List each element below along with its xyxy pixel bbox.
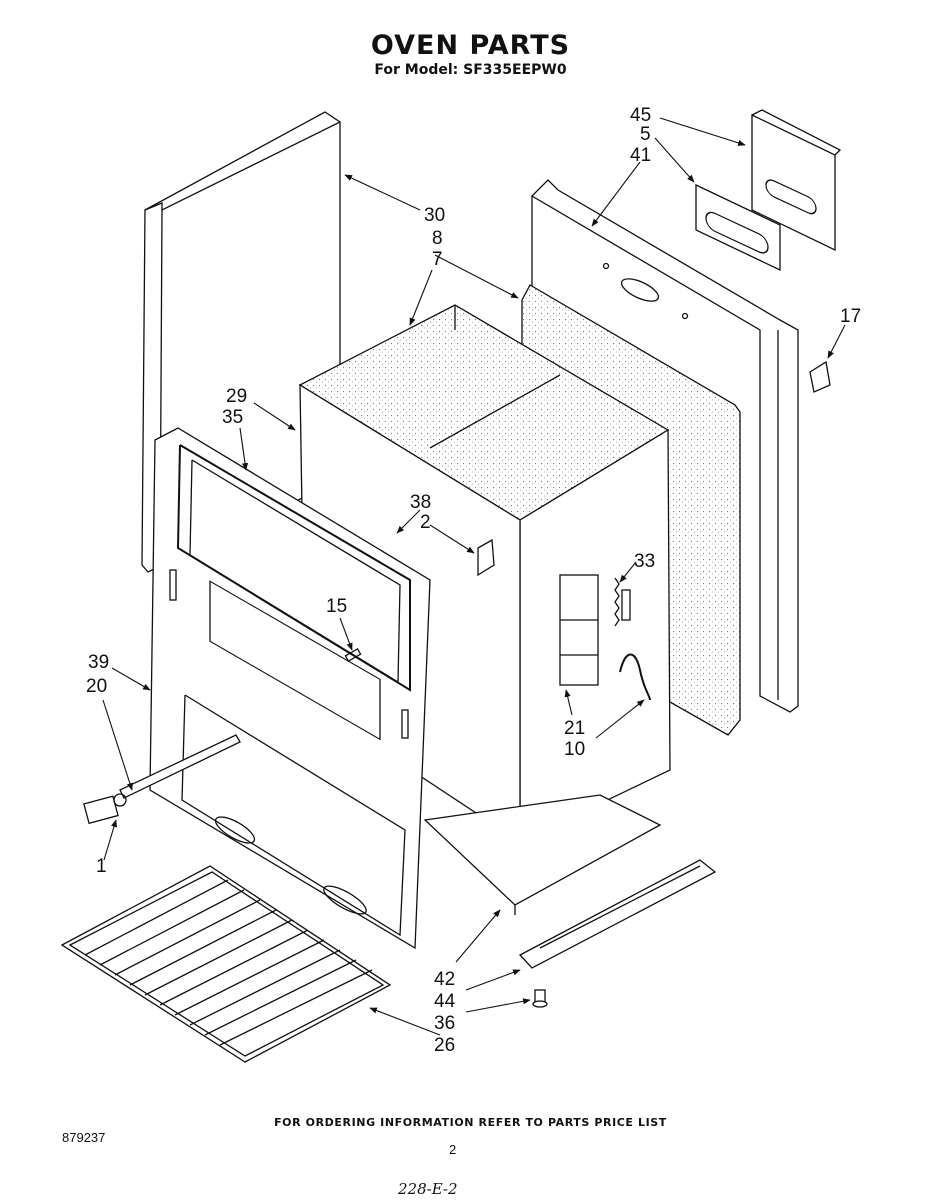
callout-39: 39 <box>88 652 109 673</box>
model-subtitle: For Model: SF335EEPW0 <box>374 62 567 78</box>
callout-8: 8 <box>432 228 443 249</box>
page-number: 2 <box>449 1142 457 1157</box>
callout-33: 33 <box>634 551 655 572</box>
leveling-leg-part <box>532 989 548 1008</box>
callout-45: 45 <box>630 105 651 126</box>
callout-2: 2 <box>420 512 431 533</box>
callout-17: 17 <box>840 306 861 327</box>
callout-42: 42 <box>434 969 455 990</box>
callout-10: 10 <box>564 739 585 760</box>
callout-44: 44 <box>434 991 456 1012</box>
callout-20: 20 <box>86 676 107 697</box>
bracket-part <box>477 538 495 577</box>
callout-7: 7 <box>432 249 443 270</box>
handwritten-reference: 228-E-2 <box>398 1180 458 1198</box>
exploded-parts-diagram: 30 8 7 45 5 41 17 29 35 38 2 15 33 39 20… <box>60 105 861 1063</box>
rear-panel-part <box>530 179 799 713</box>
ordering-note: FOR ORDERING INFORMATION REFER TO PARTS … <box>274 1116 667 1129</box>
corner-bracket-part <box>809 360 831 393</box>
callout-21: 21 <box>564 718 585 739</box>
slide-rail-part <box>518 859 717 969</box>
wire-part <box>619 653 651 701</box>
front-frame-part <box>149 427 431 950</box>
hinge-rod-part <box>83 734 241 825</box>
bracket-plate-part <box>751 109 842 252</box>
callout-38: 38 <box>410 492 431 513</box>
callout-26: 26 <box>434 1035 455 1056</box>
leader-lines <box>102 117 846 1036</box>
callout-29: 29 <box>226 386 247 407</box>
callout-5: 5 <box>640 124 651 145</box>
spring-part <box>614 577 631 627</box>
callout-41: 41 <box>630 145 651 166</box>
clip-part <box>344 648 362 662</box>
document-number: 879237 <box>62 1130 106 1145</box>
callout-15: 15 <box>326 596 347 617</box>
callout-30: 30 <box>424 205 445 226</box>
callout-36: 36 <box>434 1013 455 1034</box>
oven-rack-part <box>60 865 392 1063</box>
callout-1: 1 <box>96 856 107 877</box>
callout-labels: 30 8 7 45 5 41 17 29 35 38 2 15 33 39 20… <box>86 105 861 1056</box>
page-title: OVEN PARTS <box>370 30 571 61</box>
callout-35: 35 <box>222 407 243 428</box>
mounting-plate-part <box>695 183 781 272</box>
base-tray-part <box>423 794 662 915</box>
